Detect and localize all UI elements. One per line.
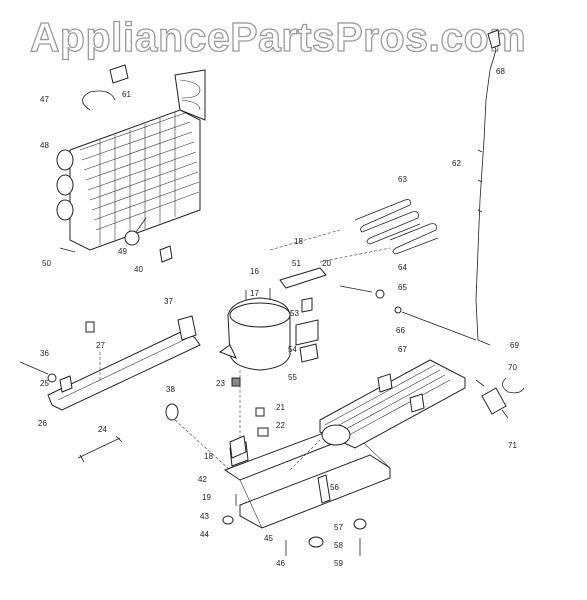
part-label: 36	[40, 349, 49, 358]
part-label: 23	[216, 379, 225, 388]
part-label: 64	[398, 263, 407, 272]
part-label: 18	[294, 237, 303, 246]
part-label: 37	[164, 297, 173, 306]
part-label: 53	[290, 309, 299, 318]
part-label: 40	[134, 265, 143, 274]
part-label: 57	[334, 523, 343, 532]
part-label: 16	[250, 267, 259, 276]
part-label: 22	[276, 421, 285, 430]
evaporator	[319, 359, 466, 449]
part-label: 68	[496, 67, 505, 76]
part-label: 51	[292, 259, 301, 268]
part-label: 69	[510, 341, 519, 350]
part-label: 21	[276, 403, 285, 412]
compressor	[218, 267, 327, 371]
heater-coil	[354, 199, 439, 255]
part-label: 45	[264, 534, 273, 543]
part-label: 56	[330, 483, 339, 492]
part-label: 47	[40, 95, 49, 104]
part-label: 46	[276, 559, 285, 568]
part-label: 25	[40, 379, 49, 388]
part-label: 61	[122, 90, 131, 99]
part-label: 58	[334, 541, 343, 550]
part-label: 55	[288, 373, 297, 382]
part-label: 19	[202, 493, 211, 502]
small-parts	[19, 285, 477, 556]
watermark: AppliancePartsPros.com	[29, 13, 527, 60]
part-label: 59	[334, 559, 343, 568]
callout-labels: 47 48 49 50 40 61 68 62 63 18 51 20 16 1…	[38, 67, 519, 568]
part-label: 42	[198, 475, 207, 484]
part-label: 38	[166, 385, 175, 394]
part-label: 27	[96, 341, 105, 350]
part-label: 18	[204, 452, 213, 461]
condenser-coil	[56, 64, 206, 263]
part-label: 26	[38, 419, 47, 428]
part-label: 67	[398, 345, 407, 354]
part-label: 48	[40, 141, 49, 150]
dashed-leaders	[99, 229, 391, 471]
part-label: 62	[452, 159, 461, 168]
part-label: 65	[398, 283, 407, 292]
part-label: 63	[398, 175, 407, 184]
part-label: 24	[98, 425, 107, 434]
capillary-tube	[475, 29, 501, 346]
part-label: 17	[250, 289, 259, 298]
part-label: 70	[508, 363, 517, 372]
left-rail	[47, 315, 201, 411]
part-label: 71	[508, 441, 517, 450]
part-label: 66	[396, 326, 405, 335]
part-label: 50	[42, 259, 51, 268]
part-label: 44	[200, 530, 209, 539]
part-label: 54	[288, 345, 297, 354]
drier	[475, 377, 525, 419]
part-label: 49	[118, 247, 127, 256]
part-label: 43	[200, 512, 209, 521]
part-label: 20	[322, 259, 331, 268]
